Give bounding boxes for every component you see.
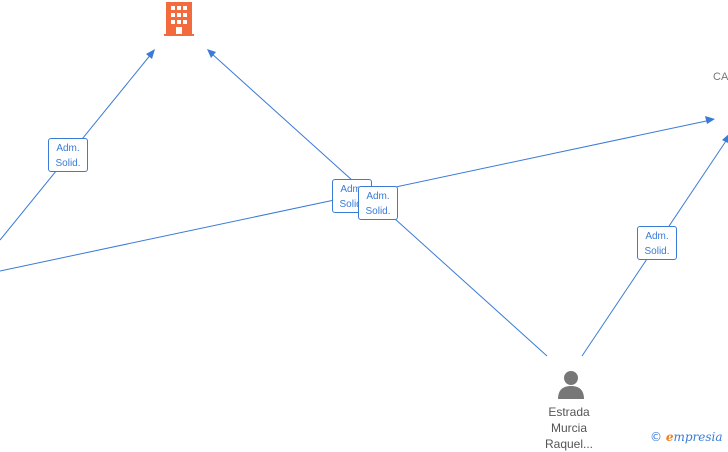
empresia-watermark: © empresia [650,430,723,444]
person-icon[interactable] [556,369,586,404]
copyright-icon: © [650,430,662,444]
role-label-adm-solid[interactable]: Adm. Solid. [358,186,398,220]
role-label-adm-solid[interactable]: Adm. Solid. [637,226,677,260]
person-name-label[interactable]: Estrada Murcia Raquel... [544,405,594,451]
company-label-cropped[interactable]: CA [713,71,728,83]
arrowhead [207,49,216,58]
building-icon[interactable] [164,2,194,41]
arrowhead [722,134,728,143]
role-label-adm-solid[interactable]: Adm. Solid. [48,138,88,172]
arrowhead [705,116,715,124]
arrowhead [146,49,155,59]
